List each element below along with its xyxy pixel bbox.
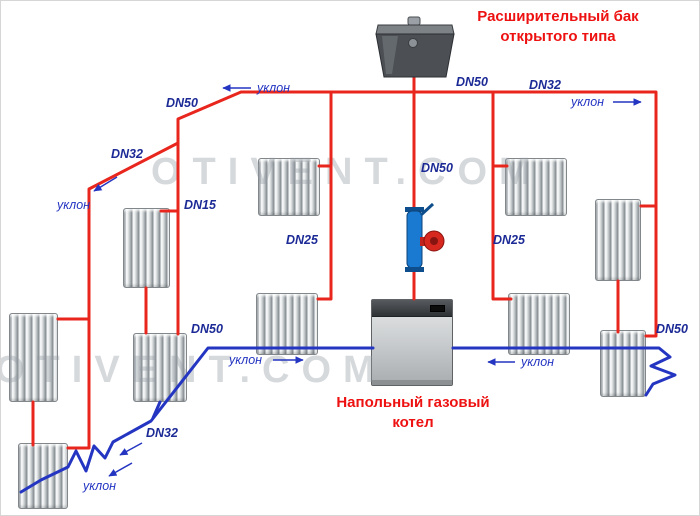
pipe-label-dn50-return-right: DN50 [656, 322, 688, 336]
pump-motor [423, 230, 445, 252]
radiator [18, 443, 68, 509]
pipe-label-dn50-riser-top: DN50 [456, 75, 488, 89]
expansion-tank-title-line1: Расширительный бак [477, 8, 639, 25]
slope-label-bottom-far-left: уклон [83, 479, 117, 493]
tank-body [375, 33, 455, 78]
tank-fitting [408, 38, 418, 48]
valve-handle [419, 202, 435, 217]
pipe-label-dn50-top-left: DN50 [166, 96, 198, 110]
tank-handle [407, 16, 421, 26]
pipe-label-dn15-left: DN15 [184, 198, 216, 212]
slope-arrow [93, 176, 118, 192]
slope-label-top-right: уклон [571, 95, 605, 109]
pump-motor-cap [430, 237, 438, 245]
pipe-label-dn32-left: DN32 [111, 147, 143, 161]
boiler-control-panel [372, 300, 452, 317]
tank-highlight [382, 36, 398, 74]
boiler-base [372, 380, 452, 385]
pipe-label-dn25-center-left: DN25 [286, 233, 318, 247]
pump-flange [405, 207, 424, 212]
slope-label-bottom-right: уклон [521, 355, 555, 369]
radiator [595, 199, 641, 281]
circulation-pump [405, 202, 445, 272]
expansion-tank-title: Расширительный бак открытого типа [463, 7, 653, 46]
watermark: OTIVENT.COM [0, 349, 387, 391]
boiler-title: Напольный газовый котел [323, 393, 503, 432]
slope-arrow [119, 442, 143, 456]
slope-label-top-left: уклон [257, 81, 291, 95]
pipe-label-dn50-riser-mid: DN50 [421, 161, 453, 175]
expansion-tank-title-line2: открытого типа [500, 27, 616, 45]
slope-label-bottom-center: уклон [229, 353, 263, 367]
pump-connector [420, 237, 429, 246]
expansion-tank [375, 16, 455, 78]
boiler-display [430, 305, 445, 312]
slope-label-left-side: уклон [57, 198, 91, 212]
pipe-label-dn32-top-right: DN32 [529, 78, 561, 92]
pipe-label-dn25-center-right: DN25 [493, 233, 525, 247]
boiler-title-line1: Напольный газовый [336, 394, 490, 411]
pipe-label-dn50-return-left: DN50 [191, 322, 223, 336]
radiator [123, 208, 170, 288]
pipe-label-dn32-return-left: DN32 [146, 426, 178, 440]
boiler-title-line2: котел [392, 413, 434, 431]
slope-arrow [108, 462, 133, 477]
return-branch [151, 400, 162, 420]
tank-lid [375, 24, 455, 35]
radiator [508, 293, 570, 355]
radiator [600, 330, 646, 397]
watermark: OTIVENT.COM [151, 151, 543, 193]
pump-valve-body [406, 210, 423, 269]
pump-flange [405, 267, 424, 272]
radiator [256, 293, 318, 355]
